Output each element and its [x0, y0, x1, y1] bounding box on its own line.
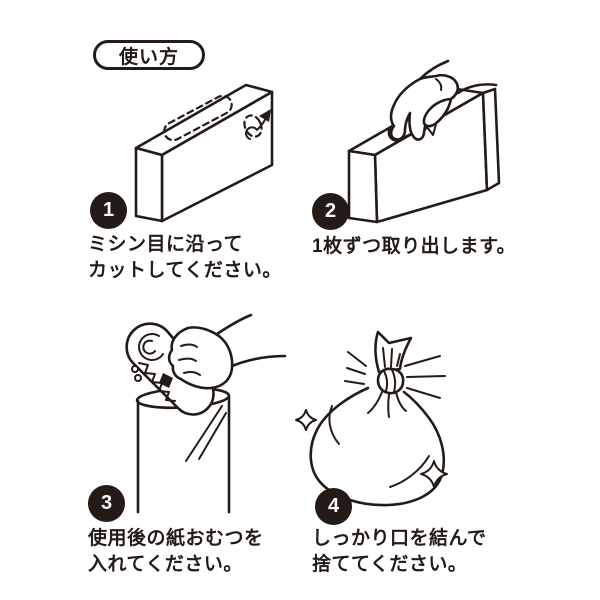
step-3-caption-line-2: 入れてください。	[88, 554, 243, 575]
step-4-caption: しっかり口を結んで 捨ててください。	[312, 526, 487, 578]
step-3-caption: 使用後の紙おむつを 入れてください。	[88, 526, 264, 578]
step-3-caption-line-1: 使用後の紙おむつを	[88, 528, 264, 549]
section-title: 使い方	[118, 46, 179, 68]
step-4-badge: 4	[315, 488, 352, 525]
sparkle-icon	[420, 460, 448, 488]
step-2-caption-line-1: 1枚ずつ取り出します。	[312, 236, 517, 257]
perforated-box-icon	[134, 83, 274, 223]
step-4-caption-line-1: しっかり口を結んで	[312, 528, 487, 549]
step-1-badge: 1	[90, 192, 127, 229]
step-1-caption-line-2: カットしてください。	[88, 260, 282, 281]
step-3-badge: 3	[88, 485, 125, 522]
sparkle-icon	[295, 409, 317, 431]
step-2-badge: 2	[312, 193, 349, 230]
step-4-caption-line-2: 捨ててください。	[312, 554, 468, 575]
section-title-pill: 使い方	[93, 40, 205, 70]
inserting-diaper-into-bag-icon	[125, 313, 287, 514]
tied-bag-sparkling-icon	[295, 330, 448, 507]
step-1-caption-line-1: ミシン目に沿って	[88, 234, 244, 255]
hand-pulling-bag-from-box-icon	[347, 59, 501, 224]
step-2-caption: 1枚ずつ取り出します。	[312, 234, 516, 260]
step-1-caption: ミシン目に沿って カットしてください。	[88, 232, 282, 284]
